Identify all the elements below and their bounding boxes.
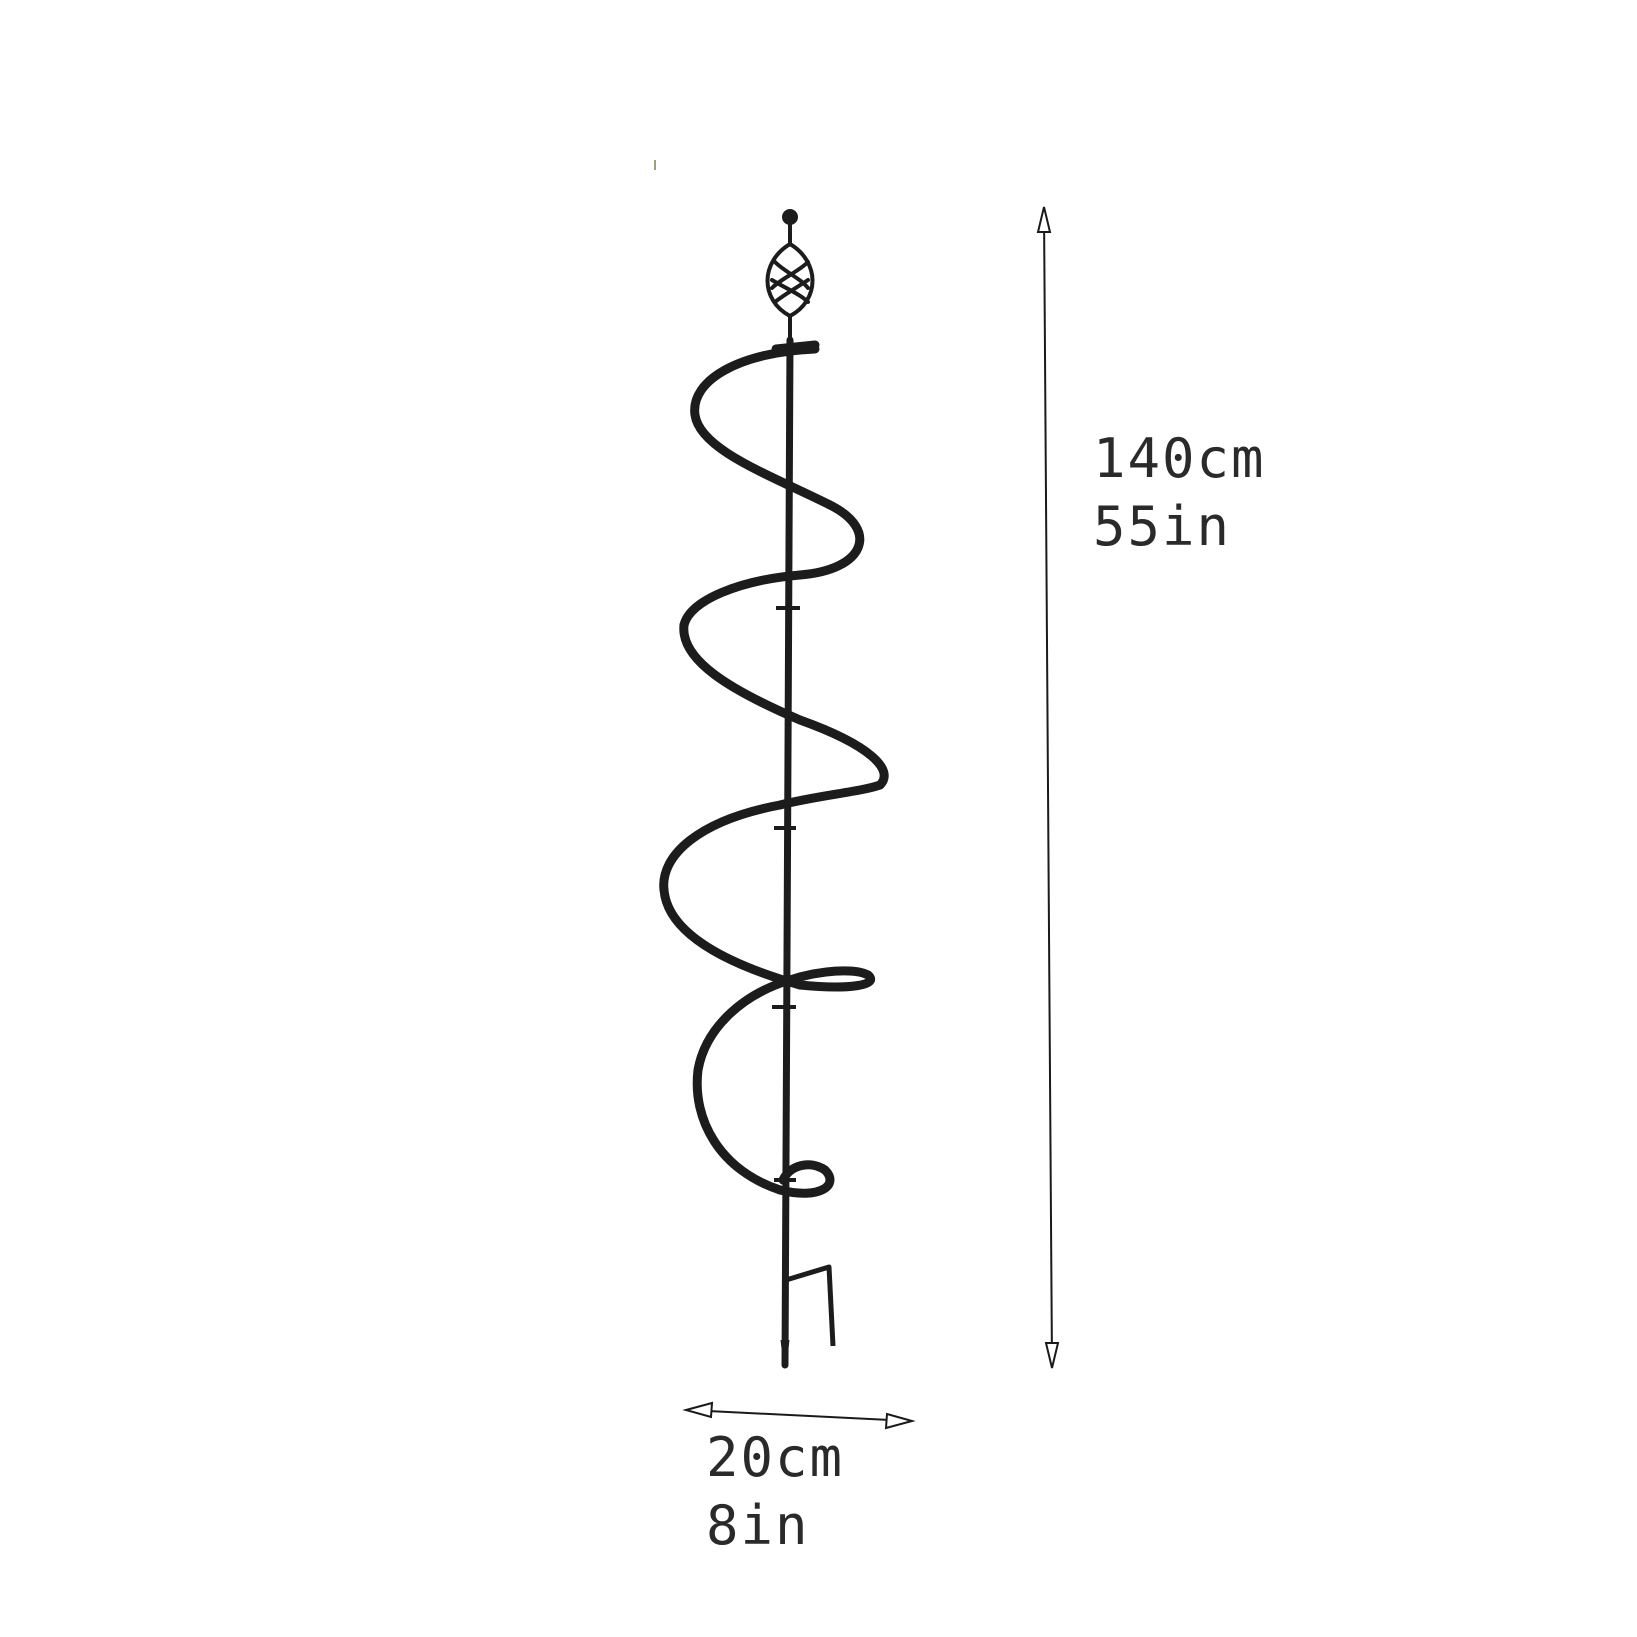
height-imperial: 55in <box>1093 495 1232 558</box>
ribbon-ties <box>772 606 800 1182</box>
width-dimension-label: 20cm 8in <box>706 1424 844 1560</box>
height-dimension-label: 140cm 55in <box>1093 425 1266 561</box>
finial-icon <box>765 209 815 347</box>
width-metric: 20cm <box>706 1426 845 1489</box>
ground-prong <box>785 1264 836 1347</box>
height-arrow-icon <box>1036 206 1060 1369</box>
width-imperial: 8in <box>706 1494 810 1557</box>
spiral-ribbon <box>659 340 889 1198</box>
stake-pole <box>781 336 794 1369</box>
stake-tip <box>780 1339 790 1366</box>
height-metric: 140cm <box>1093 427 1266 490</box>
width-arrow-icon <box>682 1401 916 1430</box>
